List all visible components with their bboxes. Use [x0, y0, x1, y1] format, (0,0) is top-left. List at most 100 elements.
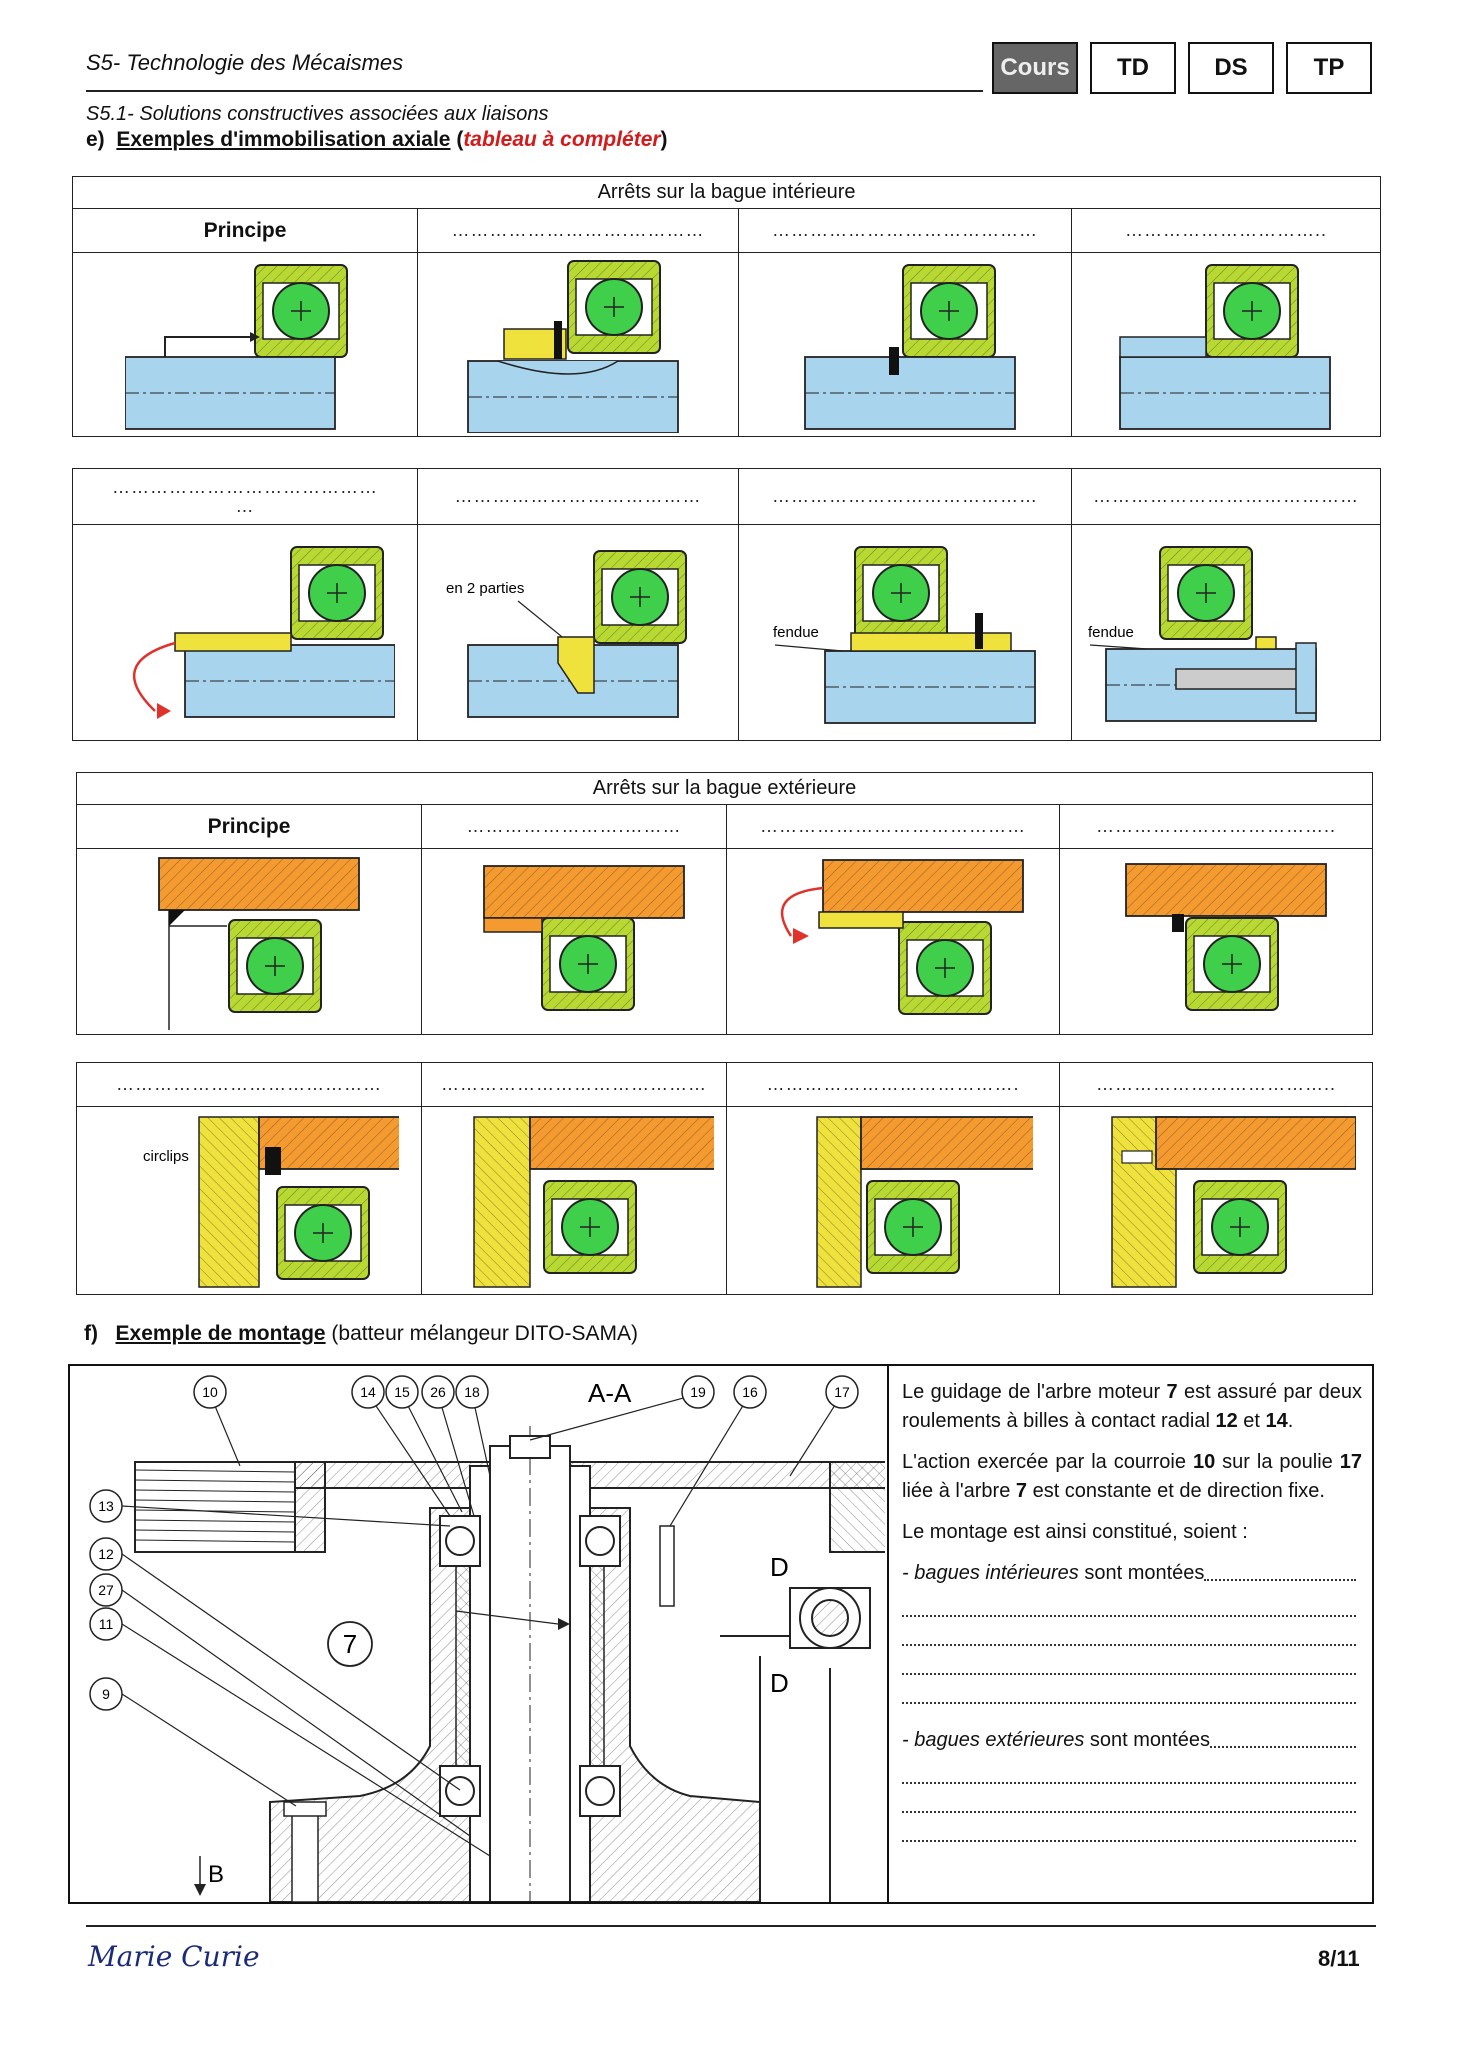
- inner-rings-answer[interactable]: - bagues intérieures sont montées: [902, 1559, 1362, 1588]
- section-e-note: tableau à compléter: [463, 128, 661, 151]
- paren-close: ): [660, 128, 668, 151]
- inner-circlip-figure: [804, 263, 1016, 430]
- part-label-27: 27: [98, 1582, 114, 1598]
- answer-line[interactable]: [902, 1813, 1356, 1842]
- view-label-d: D: [770, 1668, 789, 1698]
- label-two-parts: en 2 parties: [446, 580, 524, 597]
- section-e-heading: e) Exemples d'immobilisation axiale (tab…: [86, 128, 668, 152]
- part-label-9: 9: [102, 1686, 110, 1702]
- inner-answer-field[interactable]: ……………………………………: [112, 476, 378, 497]
- part-label-17: 17: [834, 1384, 850, 1400]
- inner-slotted-nut-figure: fendue: [773, 545, 1036, 724]
- nav-cours-tab[interactable]: Cours: [992, 42, 1078, 94]
- montage-description: Le guidage de l'arbre moteur 7 est assur…: [902, 1378, 1362, 1842]
- outer-principle-header: Principe: [76, 804, 422, 849]
- inner-answer-field[interactable]: ……………………………………: [772, 485, 1038, 506]
- outer-answer-field[interactable]: ……………………………………: [760, 815, 1026, 836]
- outer-answer-field[interactable]: ……………………………………: [116, 1073, 382, 1094]
- part-label-14: 14: [360, 1384, 376, 1400]
- section-e-title: Exemples d'immobilisation axiale: [116, 128, 451, 151]
- answer-line[interactable]: [902, 1755, 1356, 1784]
- answer-line[interactable]: [902, 1646, 1356, 1675]
- part-label-15: 15: [394, 1384, 410, 1400]
- section-e-number: e): [86, 128, 105, 151]
- part-label-19: 19: [690, 1384, 706, 1400]
- answer-line[interactable]: [902, 1675, 1356, 1704]
- part-label-10: 10: [202, 1384, 218, 1400]
- section-f-subtitle: (batteur mélangeur DITO-SAMA): [325, 1322, 638, 1345]
- label-balloon: [193, 1375, 227, 1409]
- outer-answer-field[interactable]: ………………………………….: [766, 1073, 1020, 1094]
- inner-answer-field[interactable]: ……………………………………: [772, 219, 1038, 240]
- nav-ds-tab[interactable]: DS: [1188, 42, 1274, 94]
- montage-frame: [68, 1364, 1374, 1904]
- outer-answer-field[interactable]: ……………………………………: [441, 1073, 707, 1094]
- montage-paragraph-3: Le montage est ainsi constitué, soient :: [902, 1521, 1248, 1543]
- inner-answer-field[interactable]: …………………………………: [454, 485, 702, 506]
- outer-answer-field[interactable]: ………………………………..: [1096, 815, 1337, 836]
- inner-answer-field[interactable]: ……………………………………: [1093, 485, 1359, 506]
- montage-paragraph-2: L'action exercée par la courroie 10 sur …: [902, 1451, 1362, 1502]
- paren-open: (: [450, 128, 464, 151]
- inner-tapered-sleeve-figure: fendue: [1088, 545, 1317, 722]
- section-label-aa: A-A: [588, 1378, 632, 1408]
- part-label-11: 11: [99, 1616, 114, 1632]
- label-split: fendue: [1088, 624, 1134, 641]
- nav-td-tab[interactable]: TD: [1090, 42, 1176, 94]
- section-subtitle: S5.1- Solutions constructives associées …: [86, 103, 549, 125]
- inner-principle-figure: [125, 263, 348, 430]
- inner-split-ring-figure: en 2 parties: [446, 549, 687, 718]
- inner-table-caption: Arrêts sur la bague intérieure: [71, 176, 1382, 209]
- inner-ring-table-2: ……………………………………… ………………………………… ……………………………: [72, 468, 1381, 741]
- answer-line[interactable]: [1204, 1559, 1356, 1581]
- montage-paragraph-1: Le guidage de l'arbre moteur 7 est assur…: [902, 1381, 1362, 1432]
- inner-answer-extra: …: [235, 495, 255, 516]
- page-number: 8/11: [1318, 1946, 1360, 1971]
- section-f-title: Exemple de montage: [115, 1322, 326, 1345]
- assembly-drawing: 10 14 15 26 18 19 16 17 13 12 27 11 9 7 …: [89, 1375, 885, 1902]
- inner-shoulder-figure: [1119, 263, 1331, 430]
- answer-line[interactable]: [902, 1588, 1356, 1617]
- outer-spacer-figure: [780, 858, 1024, 1015]
- outer-cover-spacer-figure: [816, 1115, 1033, 1288]
- outer-circlips-cover-figure: circlips: [143, 1115, 399, 1288]
- section-f-number: f): [84, 1322, 98, 1345]
- header-rule: [86, 90, 983, 92]
- section-f-heading: f) Exemple de montage (batteur mélangeur…: [84, 1322, 638, 1346]
- nav-tp-tab[interactable]: TP: [1286, 42, 1372, 94]
- inner-ring-table: Arrêts sur la bague intérieure Principe …: [71, 176, 1382, 437]
- answer-line[interactable]: [1209, 1726, 1356, 1748]
- outer-ring-table: Arrêts sur la bague extérieure Principe …: [75, 772, 1374, 1035]
- outer-principle-figure: [158, 856, 360, 1030]
- part-label-18: 18: [464, 1384, 480, 1400]
- part-label-16: 16: [742, 1384, 758, 1400]
- shaft-label-7: 7: [343, 1629, 357, 1659]
- outer-answer-field[interactable]: ………………………………..: [1095, 1073, 1336, 1094]
- part-label-12: 12: [98, 1546, 114, 1562]
- montage-divider: [887, 1364, 889, 1904]
- footer-rule: [86, 1925, 1376, 1927]
- part-label-13: 13: [98, 1498, 114, 1514]
- part-label-26: 26: [430, 1384, 446, 1400]
- label-circlips: circlips: [143, 1148, 189, 1165]
- inner-spacer-figure: [133, 545, 395, 719]
- outer-cover-figure: [473, 1115, 714, 1288]
- outer-shoulder-figure: [483, 864, 685, 1011]
- inner-principle-header: Principe: [72, 208, 418, 253]
- answer-line[interactable]: [902, 1617, 1356, 1646]
- outer-labyrinth-figure: [1111, 1115, 1356, 1288]
- outer-table-caption: Arrêts sur la bague extérieure: [75, 772, 1374, 805]
- outer-ring-table-2: …………………………………… …………………………………… ……………………………: [76, 1062, 1373, 1295]
- answer-line[interactable]: [902, 1784, 1356, 1813]
- inner-answer-field[interactable]: …………………………..: [1125, 219, 1328, 240]
- outer-answer-field[interactable]: …………………….………: [466, 815, 682, 836]
- label-split: fendue: [773, 624, 819, 641]
- inner-lock-nut-figure: [467, 259, 679, 433]
- view-label-d: D: [770, 1552, 789, 1582]
- section-label-b: B: [208, 1861, 224, 1888]
- inner-answer-field[interactable]: ……………………….…………: [451, 219, 705, 240]
- outer-circlip-figure: [1125, 862, 1327, 1011]
- outer-rings-answer[interactable]: - bagues extérieures sont montées: [902, 1726, 1362, 1755]
- school-signature-logo: Marie Curie: [88, 1940, 260, 1973]
- document-title: S5- Technologie des Mécaismes: [86, 50, 404, 75]
